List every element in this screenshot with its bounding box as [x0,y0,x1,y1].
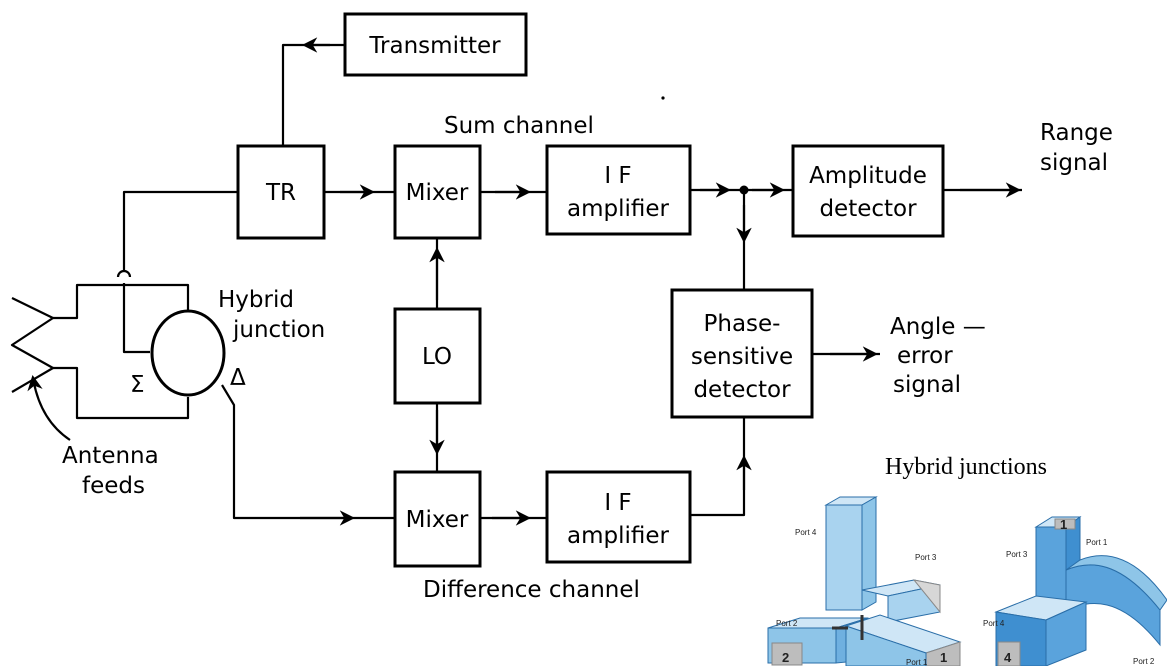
left-port-3-label: Port 3 [915,553,937,562]
antenna-horns [10,297,55,393]
phase-label-1: Phase- [704,311,781,337]
phase-label-2: sensitive [691,344,793,370]
phase-label-3: detector [693,377,791,403]
connection-wires [10,37,1022,526]
sigma-label: Σ [130,372,145,398]
right-port-1-label: Port 1 [1086,538,1108,547]
antenna-feeds-label-2: feeds [82,473,145,499]
range-signal-label-1: Range [1040,120,1113,146]
if-diff-label-2: amplifier [567,523,670,549]
range-signal-label-2: signal [1040,150,1108,176]
tr-block: TR [236,144,326,240]
phase-sensitive-detector-block: Phase- sensitive detector [670,288,814,419]
lo-block: LO [393,307,482,405]
if-diff-to-phase-wire [690,417,746,517]
left-port-4-label: Port 4 [795,528,817,537]
tr-label: TR [265,180,296,206]
amp-detector-label-1: Amplitude [809,163,927,189]
right-port-4-label: Port 4 [983,619,1005,628]
transmitter-label: Transmitter [368,33,501,59]
right-face-number-1: 1 [1060,517,1067,532]
amp-detector-label-2: detector [819,196,917,222]
difference-channel-label: Difference channel [423,577,640,603]
if-sum-label-2: amplifier [567,196,670,222]
antenna-feeds-pointer [27,374,71,441]
antenna-upper-feed-wire [53,283,190,320]
left-port-1-label: Port 1 [906,658,928,666]
mixer-sum-block: Mixer [393,144,482,240]
hybrid-junction-symbol [150,309,226,397]
right-port-3-label: Port 3 [1006,550,1028,559]
if-amplifier-sum-block: I F amplifier [545,144,692,236]
amplitude-detector-block: Amplitude detector [791,144,945,238]
mixer-sum-label: Mixer [406,180,469,206]
tr-to-transmitter-wire [281,43,345,146]
hybrid-label-2: junction [232,317,325,343]
curved-hybrid-illustration [994,516,1167,666]
angle-error-label-3: signal [893,372,961,398]
if-amplifier-diff-block: I F amplifier [545,470,692,564]
magic-tee-illustration [767,496,962,666]
antenna-lower-feed-wire [53,366,190,420]
stray-dot [661,96,665,100]
angle-error-label-1: Angle — [890,314,986,340]
angle-error-label-2: error [897,343,953,369]
antenna-feeds-label-1: Antenna [62,443,159,469]
hybrid-junctions-caption: Hybrid junctions [885,454,1047,480]
sigma-wire-lower [122,283,150,354]
if-diff-label-1: I F [604,490,631,516]
left-face-number-2: 2 [782,650,789,665]
delta-to-mixer-wire [221,384,394,520]
left-port-2-label: Port 2 [776,619,798,628]
if-sum-label-1: I F [604,163,631,189]
lo-label: LO [422,344,452,370]
sum-channel-label: Sum channel [444,113,594,139]
right-face-number-4: 4 [1004,650,1012,665]
sigma-wire-upper [122,190,238,271]
mixer-diff-block: Mixer [393,470,482,568]
transmitter-block: Transmitter [343,12,528,77]
hybrid-label-1: Hybrid [218,287,294,313]
right-port-2-label: Port 2 [1133,657,1155,666]
mixer-diff-label: Mixer [406,507,469,533]
crossover-hop [116,269,132,278]
left-face-number-1: 1 [940,650,947,665]
delta-label: Δ [230,365,246,391]
